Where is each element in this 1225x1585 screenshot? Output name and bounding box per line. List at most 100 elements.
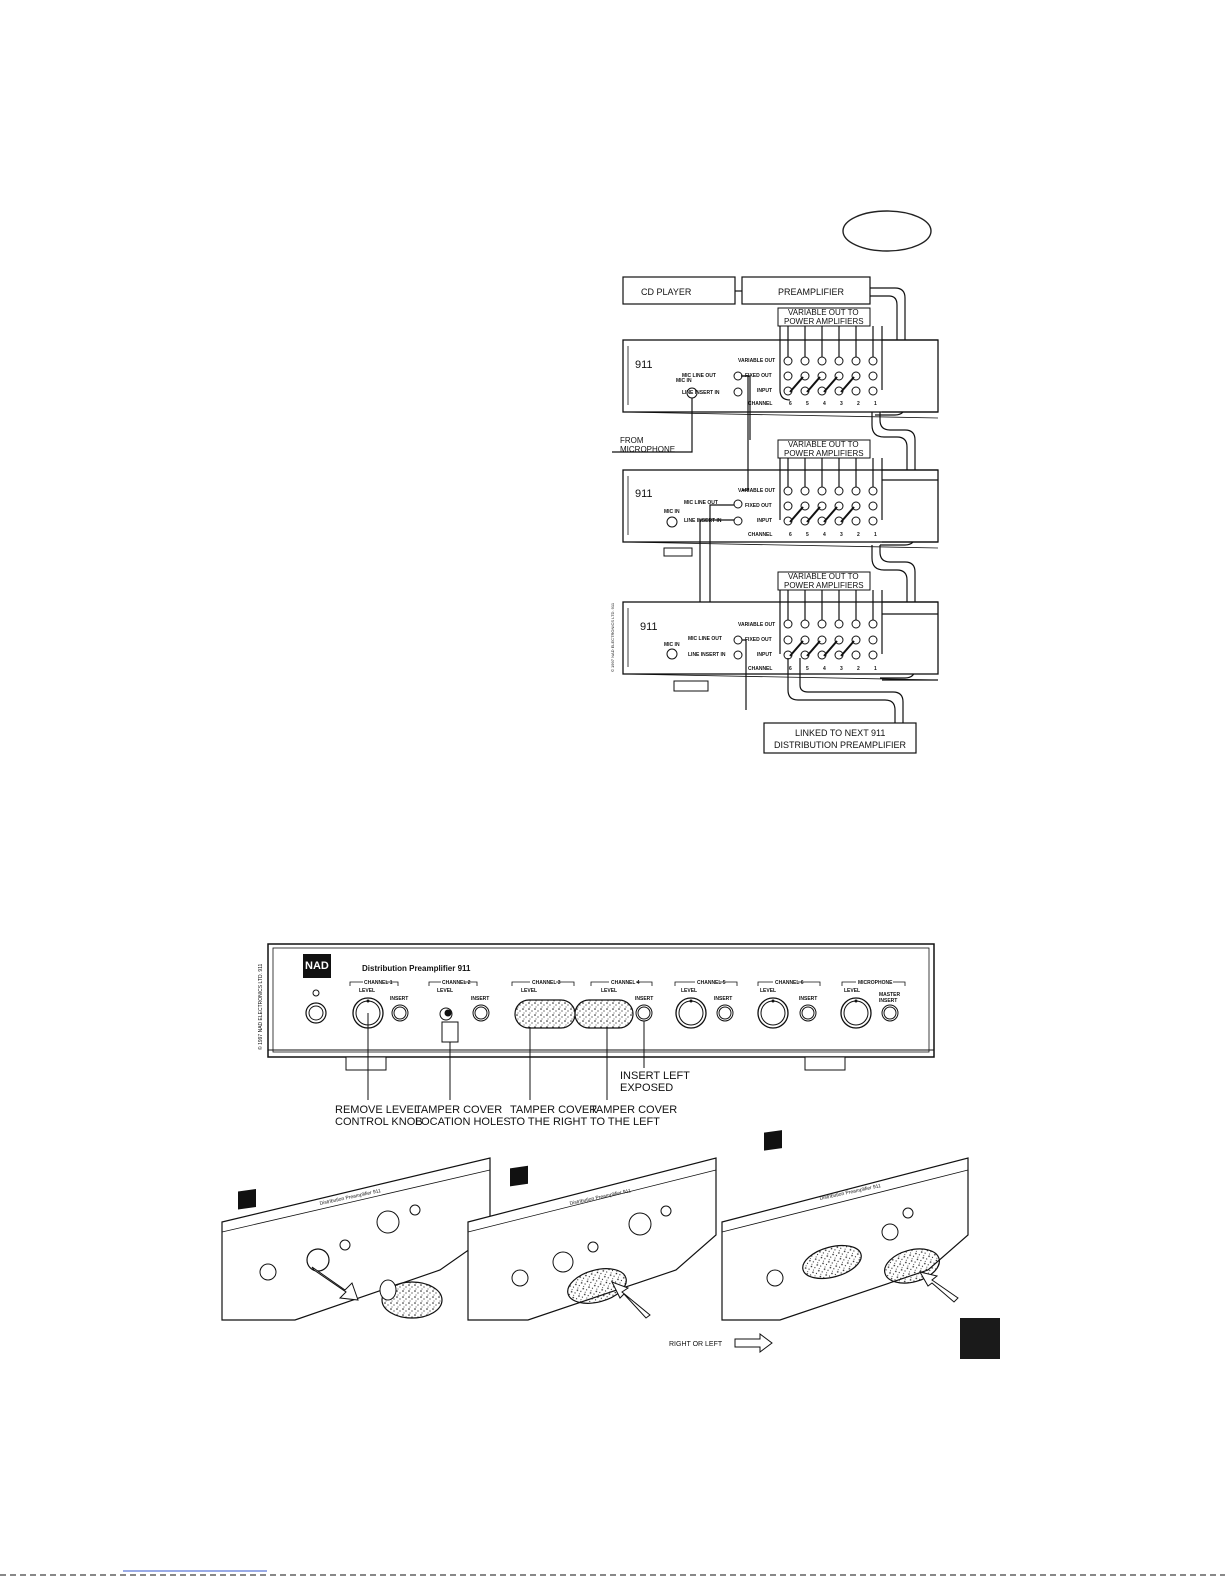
svg-text:2: 2 <box>857 401 860 407</box>
preamplifier-label: PREAMPLIFIER <box>778 287 845 297</box>
channel-6-label: CHANNEL 6 <box>775 980 804 986</box>
svg-text:4: 4 <box>823 401 826 407</box>
svg-text:6: 6 <box>789 532 792 538</box>
insert-label: INSERT <box>635 996 653 1002</box>
level-label: LEVEL <box>521 988 537 994</box>
caption-right-1: TAMPER COVER <box>510 1104 597 1116</box>
variable-out-line2: POWER AMPLIFIERS <box>784 449 864 458</box>
from-label: FROM <box>620 436 644 445</box>
channel-row-label: CHANNEL <box>748 532 772 538</box>
channel-5-label: CHANNEL 5 <box>697 980 726 986</box>
right-arrow-icon <box>734 1333 773 1353</box>
panel-title: Distribution Preamplifier 911 <box>362 964 471 973</box>
cd-player-label: CD PLAYER <box>641 287 692 297</box>
copyright-vertical: © 1997 NAD ELECTRONICS LTD. 911 <box>610 602 615 672</box>
panel-copyright: © 1997 NAD ELECTRONICS LTD. 911 <box>257 963 264 1050</box>
mic-in-label: MIC IN <box>676 378 692 384</box>
level-label: LEVEL <box>601 988 617 994</box>
variable-out-row-label: VARIABLE OUT <box>738 358 775 364</box>
insert-label: INSERT <box>714 996 732 1002</box>
channel-3-label: CHANNEL 3 <box>532 980 561 986</box>
wiring-diagram: CD PLAYER PREAMPLIFIER VARIABLE OUT TO P… <box>610 276 939 754</box>
linked-next-box: LINKED TO NEXT 911 DISTRIBUTION PREAMPLI… <box>763 722 917 754</box>
input-row-label: INPUT <box>757 518 772 524</box>
variable-out-line2: POWER AMPLIFIERS <box>784 317 864 326</box>
line-insert-in-label: LINE INSERT IN <box>682 390 720 396</box>
caption-remove-knob-1: REMOVE LEVEL <box>335 1104 420 1116</box>
svg-text:1: 1 <box>874 666 877 672</box>
model-911-label: 911 <box>635 488 653 500</box>
tamper-cover-ch4 <box>574 999 634 1029</box>
preamplifier-box: PREAMPLIFIER <box>741 276 871 305</box>
svg-text:3: 3 <box>840 532 843 538</box>
channel-1-label: CHANNEL 1 <box>364 980 393 986</box>
installation-steps: NAD Distribution Preamplifier 911 NAD Di… <box>221 1130 969 1353</box>
unit-2: VARIABLE OUT TO POWER AMPLIFIERS 911 MIC… <box>622 412 939 557</box>
caption-holes-2: LOCATION HOLES <box>415 1116 511 1128</box>
master-insert-label: INSERT <box>879 998 897 1004</box>
variable-out-line1: VARIABLE OUT TO <box>788 308 859 317</box>
caption-holes-1: TAMPER COVER <box>415 1104 502 1116</box>
caption-right-2: TO THE RIGHT <box>510 1116 587 1128</box>
variable-out-row-label: VARIABLE OUT <box>738 622 775 628</box>
input-row-label: INPUT <box>757 652 772 658</box>
page-tab-block <box>960 1318 1000 1359</box>
linked-line1: LINKED TO NEXT 911 <box>795 728 885 738</box>
variable-out-line1: VARIABLE OUT TO <box>788 440 859 449</box>
variable-out-label-box-2: VARIABLE OUT TO POWER AMPLIFIERS <box>777 439 871 459</box>
mic-in-label: MIC IN <box>664 509 680 515</box>
caption-left-1: TAMPER COVER <box>590 1104 677 1116</box>
svg-text:2: 2 <box>857 532 860 538</box>
svg-text:4: 4 <box>823 666 826 672</box>
svg-text:1: 1 <box>874 532 877 538</box>
caption-insert-2: EXPOSED <box>620 1082 673 1094</box>
mic-line-out-label: MIC LINE OUT <box>688 636 722 642</box>
language-oval <box>842 210 932 252</box>
nad-logo-label: NAD <box>305 960 329 972</box>
front-panel-diagram: © 1997 NAD ELECTRONICS LTD. 911 NAD Dist… <box>257 943 935 1128</box>
nad-logo-step2: NAD <box>512 1232 527 1241</box>
input-row-label: INPUT <box>757 388 772 394</box>
caption-left-2: TO THE LEFT <box>590 1116 660 1128</box>
svg-text:3: 3 <box>840 401 843 407</box>
mic-line-out-label: MIC LINE OUT <box>682 373 716 379</box>
master-label: MASTER <box>879 992 901 998</box>
variable-out-label-box-3: VARIABLE OUT TO POWER AMPLIFIERS <box>777 571 871 591</box>
unit-1: VARIABLE OUT TO POWER AMPLIFIERS 911 MIC… <box>622 307 939 440</box>
variable-out-line1: VARIABLE OUT TO <box>788 572 859 581</box>
channel-4-label: CHANNEL 4 <box>611 980 640 986</box>
channel-row-label: CHANNEL <box>748 401 772 407</box>
variable-out-label-box-1: VARIABLE OUT TO POWER AMPLIFIERS <box>777 307 871 327</box>
step-1-illustration: NAD Distribution Preamplifier 911 <box>221 1157 491 1321</box>
caption-remove-knob-2: CONTROL KNOB <box>335 1116 423 1128</box>
svg-text:5: 5 <box>806 401 809 407</box>
svg-text:5: 5 <box>806 666 809 672</box>
svg-text:2: 2 <box>857 666 860 672</box>
level-label: LEVEL <box>760 988 776 994</box>
cd-player-box: CD PLAYER <box>622 276 736 305</box>
svg-text:6: 6 <box>789 666 792 672</box>
insert-label: INSERT <box>390 996 408 1002</box>
step-2-illustration: NAD Distribution Preamplifier 911 <box>467 1157 717 1321</box>
line-insert-in-label: LINE INSERT IN <box>684 518 722 524</box>
nad-logo-step3: NAD <box>766 1196 781 1205</box>
tamper-cover-ch3 <box>514 999 576 1029</box>
insert-label: INSERT <box>471 996 489 1002</box>
svg-text:6: 6 <box>789 401 792 407</box>
microphone-label: MICROPHONE <box>620 445 675 454</box>
svg-text:3: 3 <box>840 666 843 672</box>
svg-text:5: 5 <box>806 532 809 538</box>
fixed-out-row-label: FIXED OUT <box>745 503 772 509</box>
microphone-section-label: MICROPHONE <box>858 980 893 986</box>
variable-out-line2: POWER AMPLIFIERS <box>784 581 864 590</box>
right-or-left-label: RIGHT OR LEFT <box>669 1341 723 1348</box>
model-911-label: 911 <box>640 621 658 633</box>
level-label: LEVEL <box>437 988 453 994</box>
nad-logo-step1: NAD <box>240 1229 255 1238</box>
caption-insert-1: INSERT LEFT <box>620 1070 690 1082</box>
channel-row-label: CHANNEL <box>748 666 772 672</box>
level-label: LEVEL <box>844 988 860 994</box>
step-3-illustration: NAD Distribution Preamplifier 911 <box>721 1130 969 1321</box>
unit-3: VARIABLE OUT TO POWER AMPLIFIERS 911 MIC… <box>610 545 939 692</box>
